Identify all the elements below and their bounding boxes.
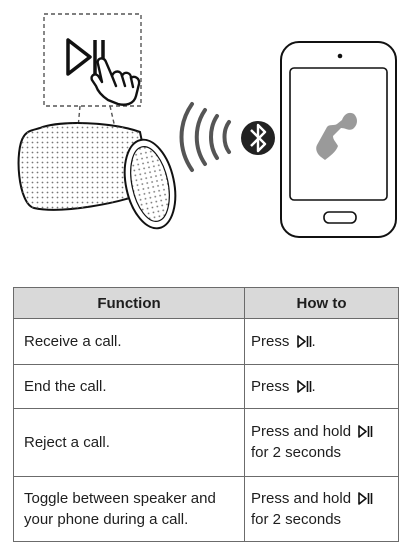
table-header-row: Function How to [13,287,399,319]
how-to-text: Press [251,377,290,395]
how-to-text: Press and hold [251,423,352,441]
play-pause-icon [358,425,373,439]
function-cell: End the call. [13,363,245,409]
function-cell: Reject a call. [13,407,245,477]
pointing-hand-icon [90,57,141,106]
play-pause-icon [358,492,373,505]
bluetooth-call-illustration [17,13,397,238]
how-to-text: Press and hold [251,489,352,507]
how-to-cell: Press and hold for 2 seconds [244,407,399,477]
how-to-cell: Press . [244,318,399,365]
how-to-cell: Press . [244,363,399,409]
bluetooth-icon [241,121,275,155]
table-row: Receive a call. Press . [13,318,399,365]
table-row: End the call. Press . [13,363,399,409]
header-function: Function [13,287,245,319]
how-to-text: Press [251,332,290,350]
play-pause-icon [66,38,105,76]
call-functions-table: Function How to Receive a call. Press . … [13,287,399,543]
how-to-suffix: . [311,332,316,350]
sound-wave-icon [179,102,231,172]
smartphone-icon [280,41,397,238]
play-pause-icon [296,379,311,393]
table-row: Reject a call. Press and hold for 2 seco… [13,407,399,477]
how-to-cell: Press and hold for 2 seconds [244,475,399,543]
table-row: Toggle between speaker and your phone du… [13,475,399,543]
speaker-icon [17,122,177,230]
function-cell: Receive a call. [13,318,245,365]
phone-handset-icon [316,112,357,160]
call-functions-table-wrap: Function How to Receive a call. Press . … [13,287,399,543]
function-cell: Toggle between speaker and your phone du… [13,475,245,543]
how-to-duration: for 2 seconds [251,444,342,462]
how-to-duration: for 2 seconds [251,510,342,528]
header-how-to: How to [244,287,399,319]
how-to-suffix: . [311,377,316,395]
play-pause-icon [296,335,311,348]
